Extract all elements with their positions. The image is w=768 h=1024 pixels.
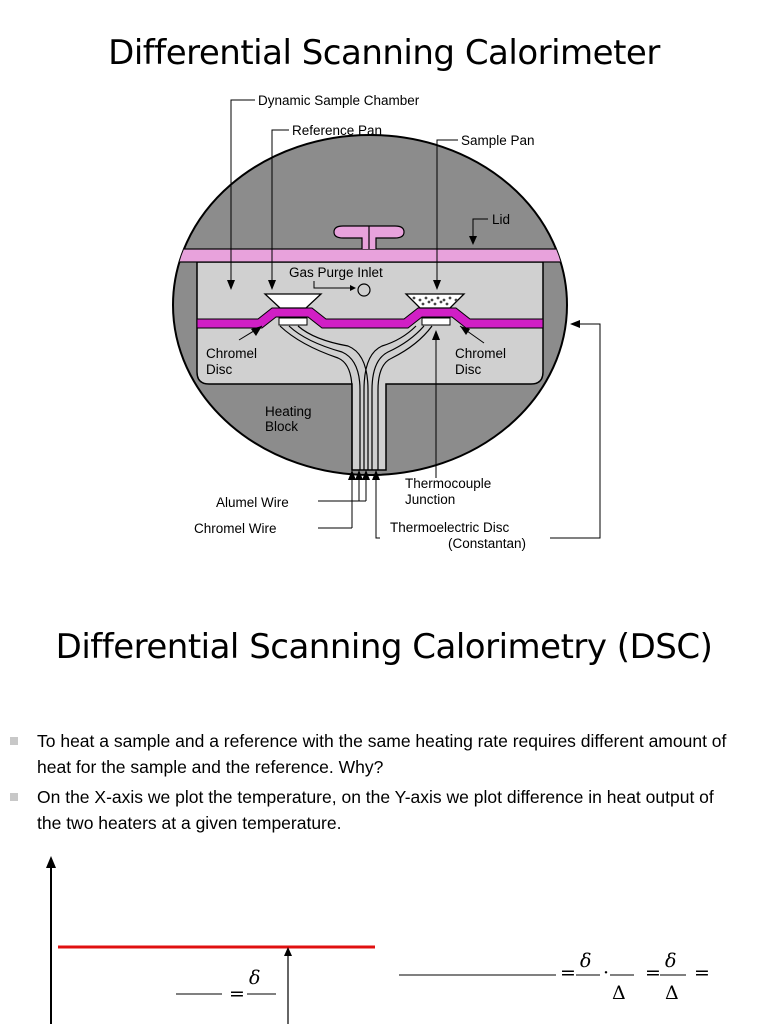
bullet-item: On the X-axis we plot the temperature, o… — [10, 784, 730, 836]
chromel-disc-reference — [278, 317, 308, 326]
label-lid: Lid — [492, 212, 510, 227]
label-thermocouple-junction: Thermocouple — [405, 476, 491, 491]
slide-1-title: Differential Scanning Calorimeter — [108, 33, 660, 73]
label-gas-purge-inlet: Gas Purge Inlet — [289, 265, 383, 280]
label-heating-block: Heating — [265, 404, 312, 419]
eq-right-cap-delta-2: Δ — [665, 982, 679, 1004]
reference-pan — [263, 293, 323, 309]
square-bullet-icon — [10, 793, 18, 801]
bullet-text: On the X-axis we plot the temperature, o… — [37, 787, 714, 833]
gas-purge-inlet — [357, 283, 371, 297]
eq-right-equals-1: = — [560, 962, 576, 984]
bullet-item: To heat a sample and a reference with th… — [10, 728, 730, 780]
chromel-disc-sample — [421, 317, 451, 326]
lid-bar — [173, 248, 567, 263]
label-reference-pan: Reference Pan — [292, 123, 382, 138]
label-chromel-disc-left: Chromel — [206, 346, 257, 361]
eq-right-cap-delta-1: Δ — [612, 982, 626, 1004]
dsc-cell-diagram: Dynamic Sample Chamber Reference Pan Sam… — [172, 93, 601, 551]
label-constantan: (Constantan) — [448, 536, 526, 551]
slide-2-title: Differential Scanning Calorimetry (DSC) — [55, 627, 713, 667]
y-axis-arrow-icon — [46, 856, 56, 868]
label-heating-block-2: Block — [265, 419, 298, 434]
eq-right-equals-3: = — [694, 962, 710, 984]
label-dynamic-sample-chamber: Dynamic Sample Chamber — [258, 93, 420, 108]
label-sample-pan: Sample Pan — [461, 133, 535, 148]
bullet-list: To heat a sample and a reference with th… — [10, 728, 730, 840]
label-chromel-disc-left-2: Disc — [206, 362, 232, 377]
label-alumel-wire: Alumel Wire — [216, 495, 289, 510]
label-chromel-disc-right: Chromel — [455, 346, 506, 361]
thermoelectric-disc — [196, 307, 544, 329]
eq-right-dot: · — [603, 962, 609, 984]
eq-left-equals: = — [229, 983, 245, 1005]
vertical-arrow-head-icon — [284, 947, 292, 956]
eq-left-delta: δ — [249, 967, 260, 989]
square-bullet-icon — [10, 737, 18, 745]
bullet-text: To heat a sample and a reference with th… — [37, 731, 727, 777]
thermocouple-wires — [279, 325, 433, 470]
label-chromel-wire: Chromel Wire — [194, 521, 277, 536]
label-thermocouple-junction-2: Junction — [405, 492, 455, 507]
label-thermoelectric-disc: Thermoelectric Disc — [390, 520, 510, 535]
eq-right-equals-2: = — [645, 962, 661, 984]
eq-right-delta-1: δ — [580, 950, 591, 972]
eq-right-delta-2: δ — [665, 950, 676, 972]
label-chromel-disc-right-2: Disc — [455, 362, 481, 377]
